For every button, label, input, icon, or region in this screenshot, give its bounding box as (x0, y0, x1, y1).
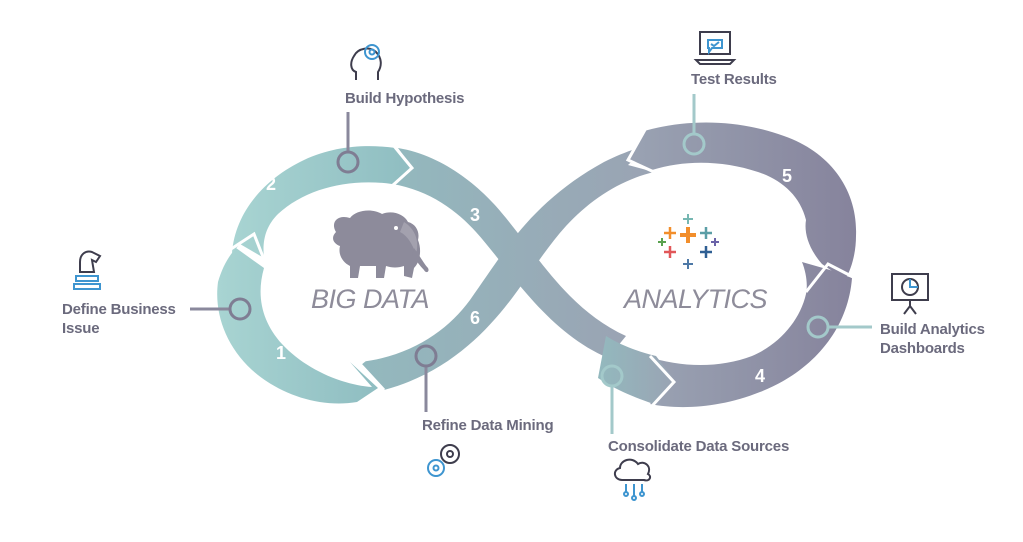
band-segment-4b (598, 336, 676, 404)
arrow-notch-1 (230, 231, 267, 263)
tableau-cross-logo (658, 214, 719, 269)
big-data-title: BIG DATA (311, 284, 430, 314)
connector-4 (806, 315, 872, 339)
label-line: Build Analytics (880, 321, 985, 338)
band-segment-6 (360, 145, 654, 390)
label-consolidate-data-sources: Consolidate Data Sources (608, 438, 790, 455)
cloud-network-icon (614, 458, 652, 501)
step-number-3: 3 (470, 205, 481, 225)
arrow-notch-2 (390, 145, 415, 188)
step-number-2: 2 (266, 174, 277, 194)
arrow-notch-4 (804, 262, 856, 293)
analytics-title: ANALYTICS (624, 284, 768, 314)
label-test-results: Test Results (691, 71, 777, 88)
label-refine-data-mining: Refine Data Mining (422, 417, 554, 434)
connector-1 (190, 297, 252, 321)
label-line: Define Business (62, 301, 176, 318)
connector-3 (682, 94, 706, 156)
band-segment-1 (217, 248, 378, 404)
band-segment-2 (232, 146, 412, 258)
arrow-notch-6 (357, 342, 386, 392)
label-define-business-issue: Define Business Issue (62, 300, 176, 338)
arrow-notch-5 (648, 354, 677, 408)
step-number-5: 5 (782, 166, 793, 186)
label-build-hypothesis: Build Hypothesis (345, 90, 465, 107)
presentation-chart-icon (891, 273, 929, 315)
connector-2 (336, 112, 360, 174)
gears-icon (427, 444, 460, 477)
elephant-logo (333, 210, 429, 278)
laptop-check-icon (693, 31, 737, 65)
connector-6 (414, 344, 438, 412)
head-gear-icon (350, 44, 382, 80)
label-line: Dashboards (880, 340, 965, 357)
label-build-analytics-dashboards: Build Analytics Dashboards (880, 320, 985, 358)
connector-5 (600, 364, 624, 434)
step-number-1: 1 (276, 343, 287, 363)
step-number-4: 4 (755, 366, 766, 386)
step-number-6: 6 (470, 308, 481, 328)
band-segment-4 (646, 262, 852, 408)
chess-knight-icon (73, 250, 102, 290)
arrow-notch-3 (625, 127, 655, 174)
band-segment-5 (628, 122, 857, 280)
label-line: Issue (62, 320, 100, 337)
